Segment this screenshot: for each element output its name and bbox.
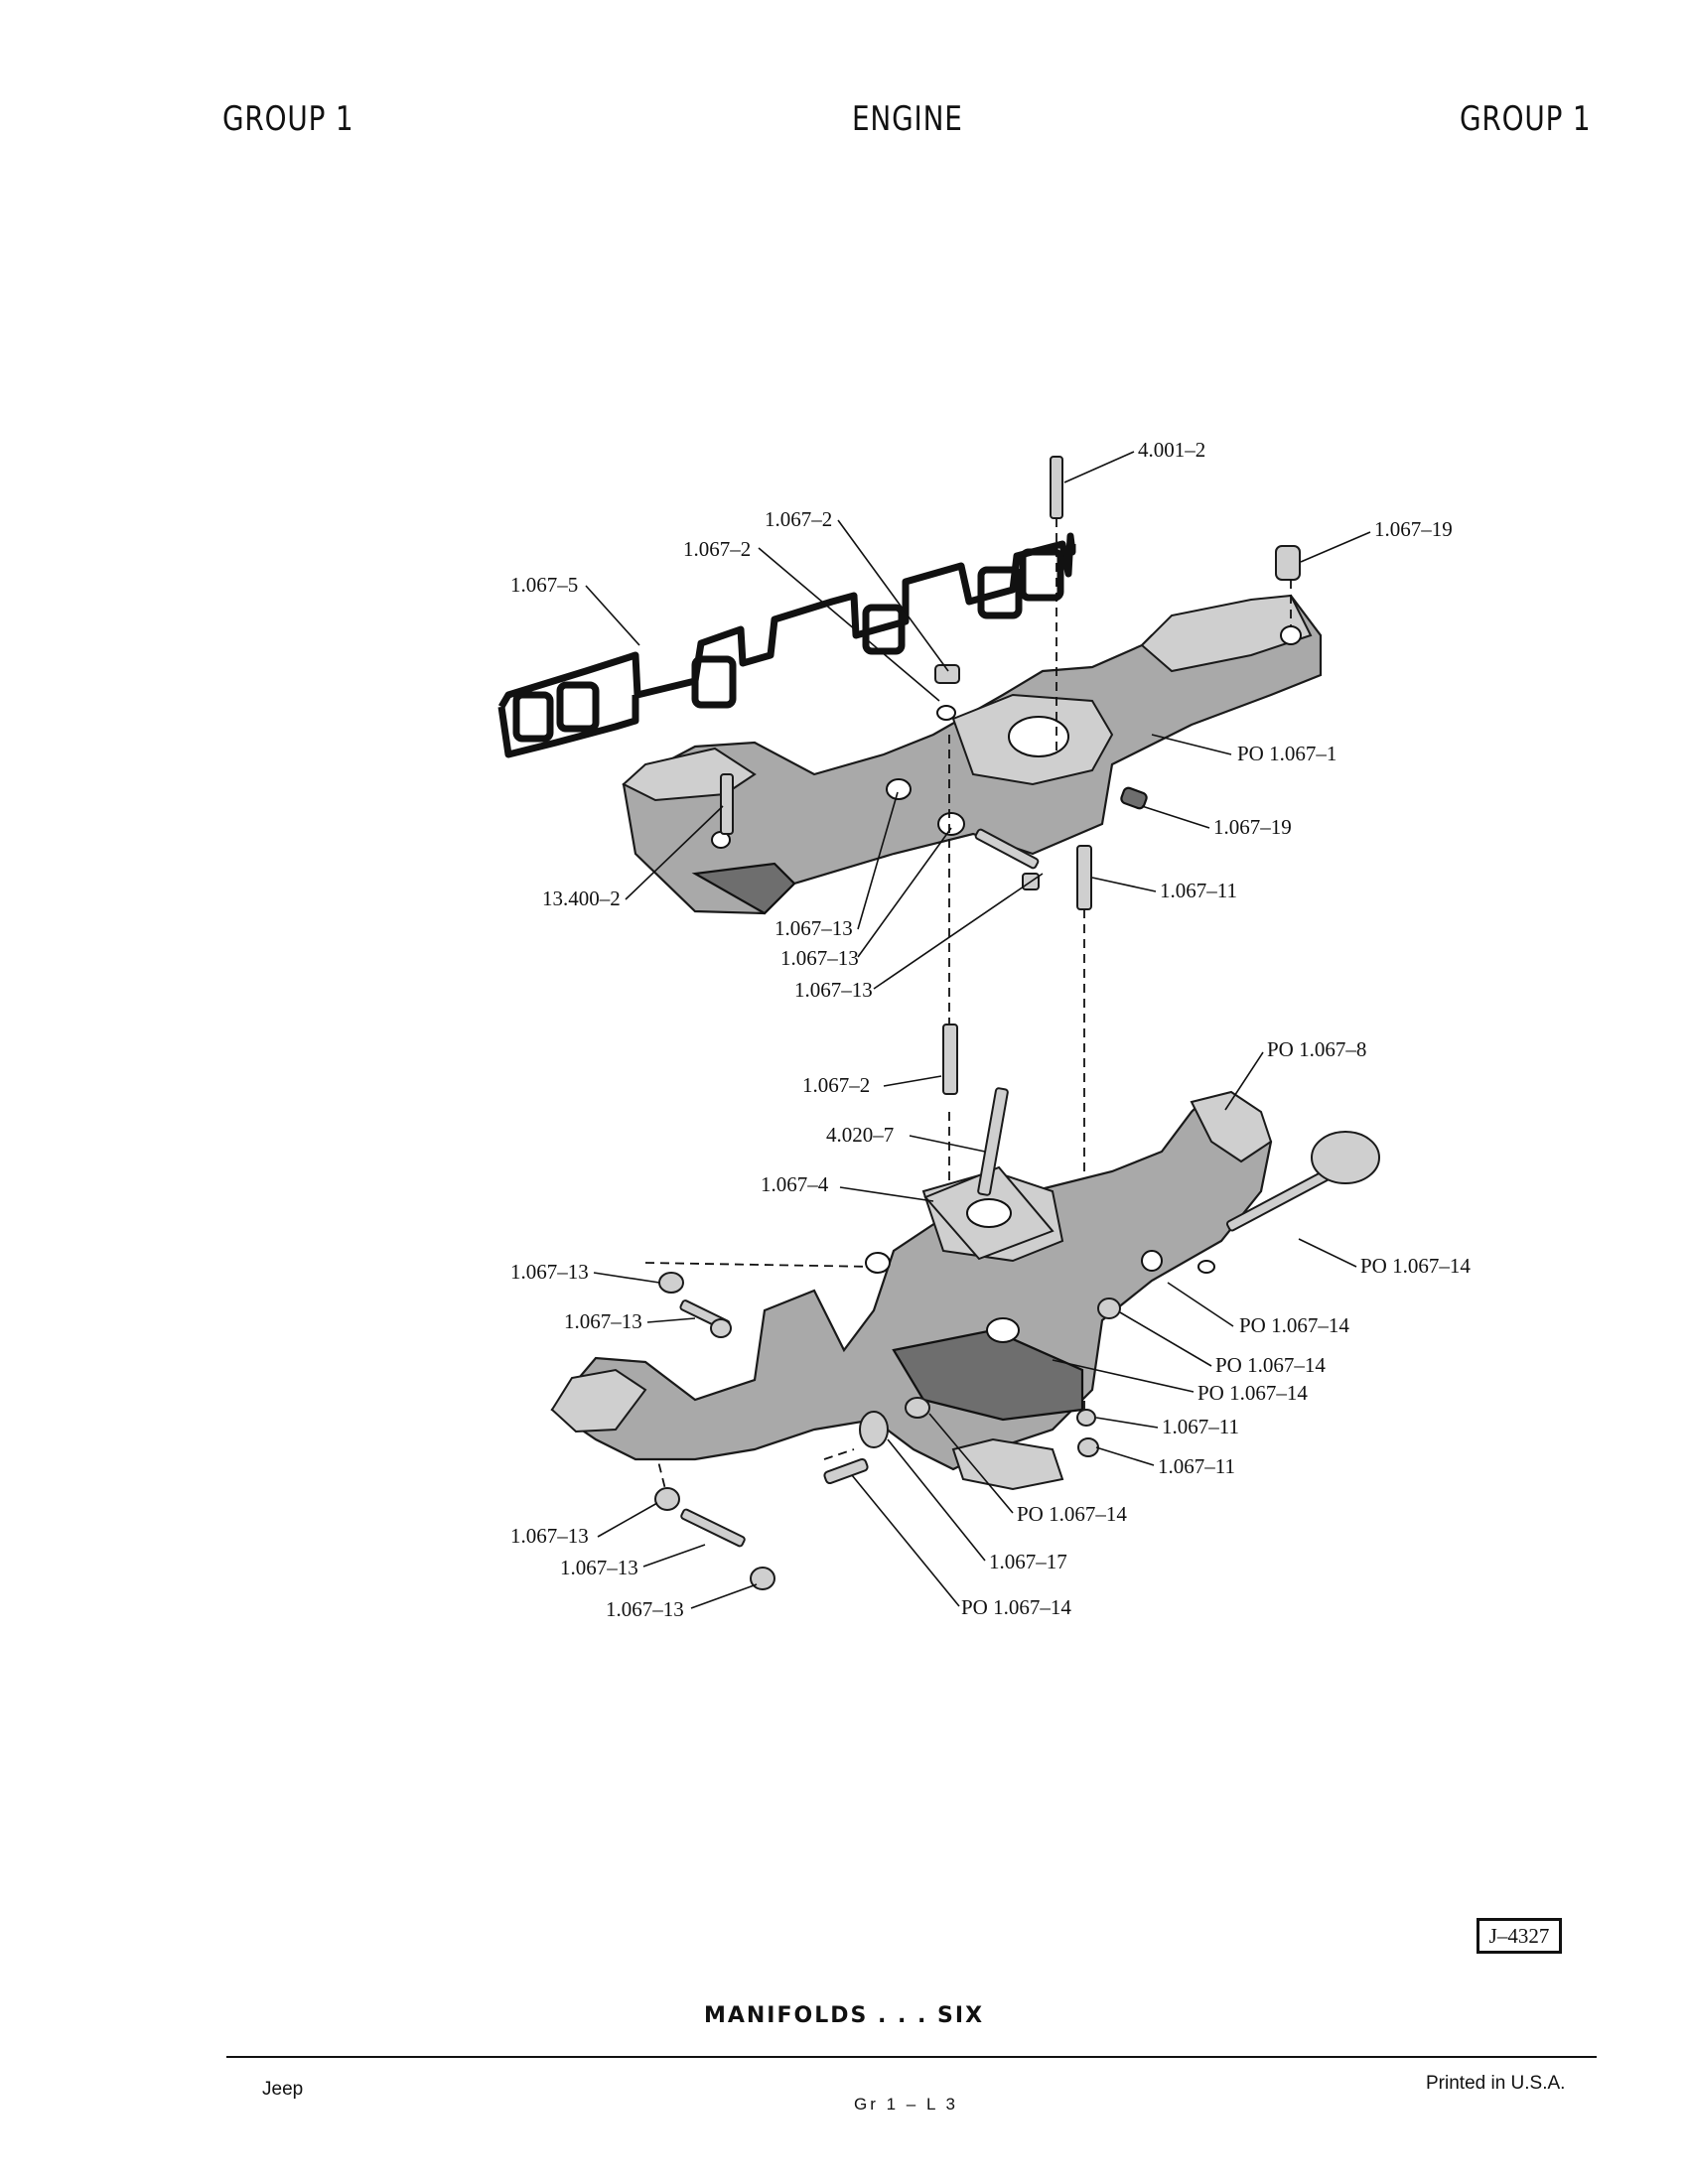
callout-1067-5: 1.067–5	[510, 573, 578, 597]
callout-1067-19-mid: 1.067–19	[1213, 815, 1292, 839]
heat-control-valve	[1197, 1131, 1380, 1274]
bolt-1067-13-upper	[974, 828, 1040, 890]
callout-1067-2-c: 1.067–2	[802, 1073, 870, 1097]
group-header-left: GROUP 1	[222, 99, 354, 139]
stud-1067-11-upper	[1076, 845, 1092, 910]
lower-fasteners	[654, 1250, 1163, 1590]
callout-1067-19-top: 1.067–19	[1374, 517, 1453, 541]
callout-1067-13-e: 1.067–13	[564, 1309, 642, 1333]
choke-shaft-4020-7	[977, 1087, 1009, 1196]
callout-1067-13-a: 1.067–13	[774, 916, 853, 940]
callout-1067-11-b: 1.067–11	[1162, 1415, 1239, 1438]
callout-1067-2-b: 1.067–2	[683, 537, 751, 561]
callout-1067-11-c: 1.067–11	[1158, 1454, 1235, 1478]
stud-1067-2-lower	[942, 1024, 958, 1095]
footer-page-ref: Gr 1 – L 3	[854, 2095, 958, 2114]
plug-1067-19-mid	[1120, 786, 1148, 810]
callout-1067-13-g: 1.067–13	[560, 1556, 638, 1579]
callout-4001-2: 4.001–2	[1138, 438, 1205, 462]
footer-brand: Jeep	[262, 2079, 304, 2100]
callout-1067-2-a: 1.067–2	[765, 507, 832, 531]
callout-po-1067-14-d: PO 1.067–14	[1197, 1381, 1308, 1405]
section-title: ENGINE	[852, 99, 963, 139]
footer-printed: Printed in U.S.A.	[1426, 2073, 1566, 2094]
callout-po-1067-14-c: PO 1.067–14	[1215, 1353, 1326, 1377]
leader-lines	[585, 451, 1371, 1609]
callout-13400-2: 13.400–2	[542, 887, 621, 910]
plug-1067-19-top	[1275, 545, 1301, 581]
callout-1067-11-top: 1.067–11	[1160, 879, 1237, 902]
nut-1067-2	[934, 664, 960, 721]
callout-1067-13-h: 1.067–13	[606, 1597, 684, 1621]
footer-rule	[226, 2056, 1597, 2058]
callout-1067-13-c: 1.067–13	[794, 978, 873, 1002]
callout-po-1067-14-b: PO 1.067–14	[1239, 1313, 1349, 1337]
group-header-right: GROUP 1	[1460, 99, 1592, 139]
figure-caption: MANIFOLDS . . . SIX	[703, 2003, 985, 2028]
callout-po-1067-1: PO 1.067–1	[1237, 742, 1336, 765]
intake-manifold-gasket	[497, 532, 1076, 758]
callout-po-1067-14-a: PO 1.067–14	[1360, 1254, 1471, 1278]
callout-po-1067-14-f: PO 1.067–14	[961, 1595, 1071, 1619]
figure-id-box: J–4327	[1477, 1918, 1562, 1954]
callout-1067-13-f: 1.067–13	[510, 1524, 589, 1548]
callout-po-1067-8: PO 1.067–8	[1267, 1037, 1366, 1061]
carburetor-gasket-1067-4	[923, 1165, 1055, 1261]
stud-4001-2	[1050, 456, 1063, 519]
callout-4020-7: 4.020–7	[826, 1123, 894, 1147]
callout-1067-17: 1.067–17	[989, 1550, 1067, 1573]
callout-1067-13-b: 1.067–13	[780, 946, 859, 970]
intake-manifold	[622, 594, 1323, 915]
callout-po-1067-14-e: PO 1.067–14	[1017, 1502, 1127, 1526]
stud-13400-2	[720, 773, 734, 835]
callout-1067-4: 1.067–4	[761, 1172, 829, 1196]
callout-1067-13-d: 1.067–13	[510, 1260, 589, 1284]
